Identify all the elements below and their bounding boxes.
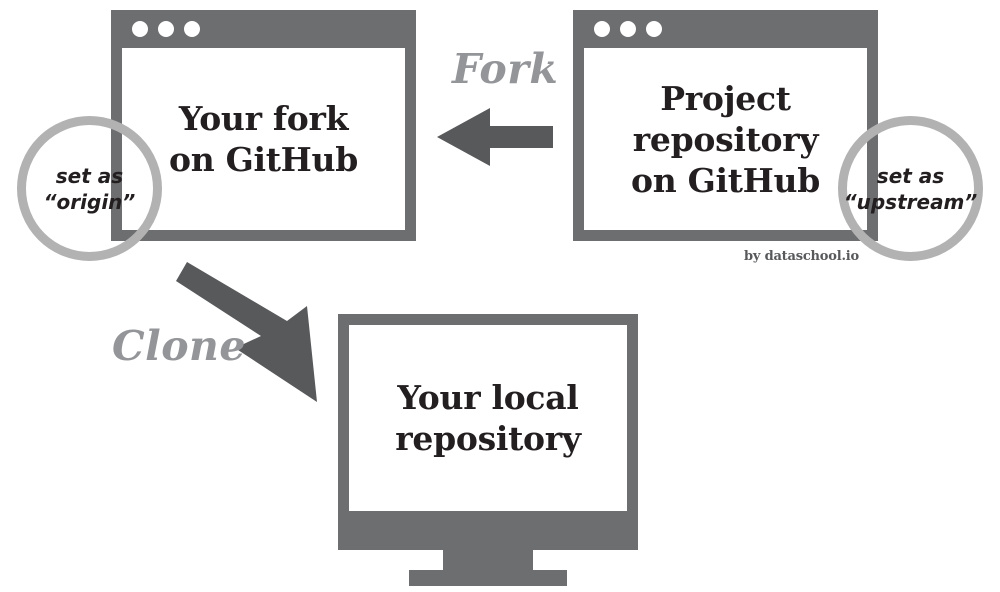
monitor-stand-base [409, 570, 567, 586]
node-label-your-fork: Your fork on GitHub [169, 99, 358, 179]
annotation-circle-origin: set as “origin” [17, 116, 162, 261]
window-dot-close-icon [132, 21, 148, 37]
window-dot-maximize-icon [646, 21, 662, 37]
window-dot-maximize-icon [184, 21, 200, 37]
browser-screen: Project repository on GitHub [584, 48, 867, 230]
attribution-text: by dataschool.io [744, 249, 860, 264]
browser-titlebar [584, 10, 867, 48]
annotation-circle-upstream: set as “upstream” [838, 116, 983, 261]
edge-label-fork: Fork [452, 45, 559, 93]
edge-label-clone: Clone [112, 322, 246, 370]
browser-screen: Your fork on GitHub [122, 48, 405, 230]
clone-arrow-icon [176, 262, 317, 402]
node-label-project-repository: Project repository on GitHub [631, 78, 820, 200]
window-dot-minimize-icon [158, 21, 174, 37]
browser-titlebar [122, 10, 405, 48]
annotation-label-origin: set as “origin” [43, 163, 136, 214]
browser-window-project-repository: Project repository on GitHub [573, 10, 878, 241]
monitor-bezel-bottom [338, 511, 638, 550]
monitor-stand-neck [443, 550, 533, 572]
fork-arrow-icon [437, 108, 553, 166]
monitor-your-local-repository: Your local repository [338, 314, 638, 522]
node-label-your-local-repository: Your local repository [395, 378, 581, 458]
window-dot-minimize-icon [620, 21, 636, 37]
window-dot-close-icon [594, 21, 610, 37]
monitor-screen: Your local repository [349, 325, 627, 511]
annotation-label-upstream: set as “upstream” [843, 163, 978, 214]
browser-window-your-fork: Your fork on GitHub [111, 10, 416, 241]
